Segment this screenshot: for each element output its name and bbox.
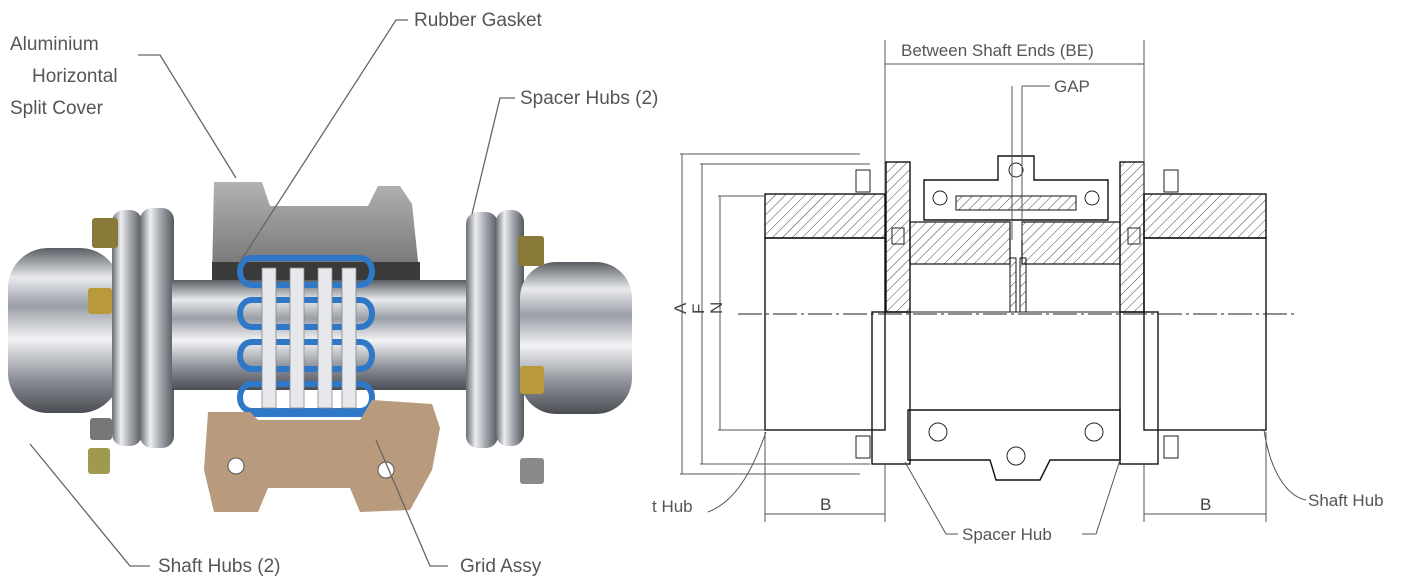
left-shaft-hub [8,248,120,413]
left-flange-inner [140,208,174,448]
grid-label: Grid Assy [460,556,542,577]
dim-a-label: A [671,302,690,314]
left-flange-outer [112,210,142,446]
bolt-hole-icon [227,457,245,475]
gap-label: GAP [1054,77,1090,96]
spacer-hubs-leader [471,97,515,215]
shaft-hubs-leader [29,443,150,567]
cover-label-line-3: Split Cover [10,98,104,119]
bottom-cover [204,400,440,512]
be-label: Between Shaft Ends (BE) [901,41,1094,60]
bolt-icon [88,448,110,474]
right-flange-outer [496,210,524,446]
dim-f-label: F [689,304,708,314]
cover-leader [138,54,237,179]
dimensions [680,40,1307,535]
cover-label-line-1: Aluminium [10,34,99,55]
b-left-label: B [820,495,831,514]
cover-label-line-2: Horizontal [32,66,118,87]
gasket-label: Rubber Gasket [414,10,543,31]
shaft-hubs-label: Shaft Hubs (2) [158,556,281,577]
grid-leader [375,439,448,567]
top-cover-outline [923,155,1109,221]
right-shaft-hub [520,262,632,414]
spacer-hub-label: Spacer Hub [962,525,1052,544]
bolt-icon [90,418,112,440]
shaft-hub-left-label: t Hub [652,497,693,516]
gasket-leader [239,19,408,263]
left-spacer-plate [885,161,911,313]
spacer-hubs-label: Spacer Hubs (2) [520,88,658,109]
dim-n-label: N [707,302,726,314]
right-hub-section [1143,193,1267,239]
right-flange-inner [466,212,498,448]
bolt-icon [520,366,544,394]
bolt-icon [520,458,544,484]
right-inner-hub [1021,221,1121,265]
left-inner-hub [909,221,1011,265]
b-right-label: B [1200,495,1211,514]
lower-cover-outline [907,409,1121,481]
shaft-hub-right-label: Shaft Hub [1308,491,1384,510]
technical-drawing [738,155,1296,481]
left-hub-section [764,193,886,239]
bolt-icon [518,236,544,266]
bolt-icon [88,288,112,314]
coupling-illustration [8,182,632,512]
bolt-icon [92,218,118,248]
